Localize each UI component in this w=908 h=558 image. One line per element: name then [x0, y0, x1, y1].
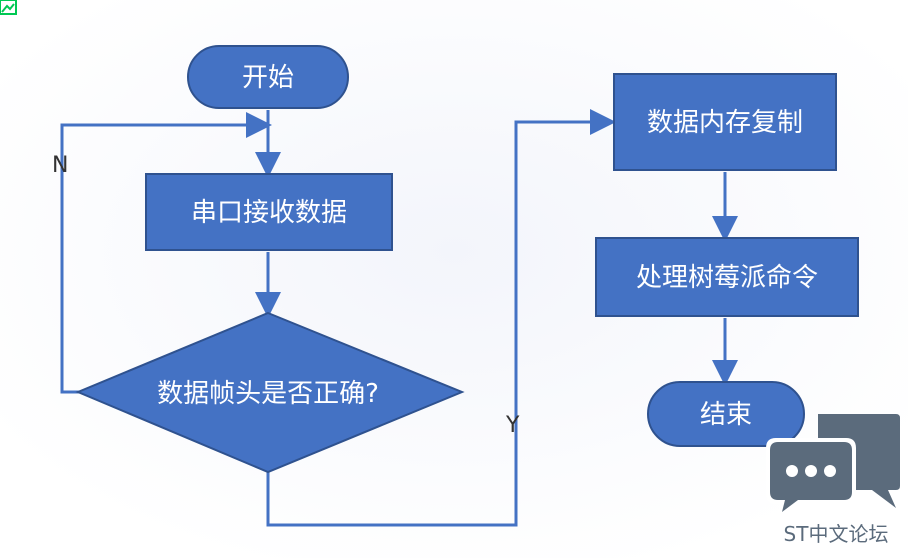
- speech-bubbles-icon: [766, 414, 900, 520]
- node-copy-label: 数据内存复制: [647, 108, 803, 138]
- node-receive-label: 串口接收数据: [191, 198, 347, 228]
- edge-yes-path: [266, 109, 616, 527]
- node-receive: 串口接收数据: [145, 173, 393, 251]
- node-process: 处理树莓派命令: [595, 237, 859, 317]
- node-process-label: 处理树莓派命令: [636, 263, 818, 293]
- node-start: 开始: [187, 45, 349, 109]
- image-icon: [0, 0, 17, 15]
- node-decision-label: 数据帧头是否正确?: [157, 379, 379, 409]
- edge-no-loop: [60, 112, 272, 394]
- edge-label-yes: Y: [505, 413, 520, 438]
- node-decision: 数据帧头是否正确?: [75, 311, 465, 474]
- edge-label-no: N: [52, 153, 68, 178]
- node-copy: 数据内存复制: [613, 73, 837, 171]
- node-end: 结束: [647, 381, 805, 447]
- watermark-text: ST中文论坛: [784, 522, 889, 546]
- node-end-label: 结束: [700, 400, 752, 430]
- node-start-label: 开始: [242, 63, 294, 93]
